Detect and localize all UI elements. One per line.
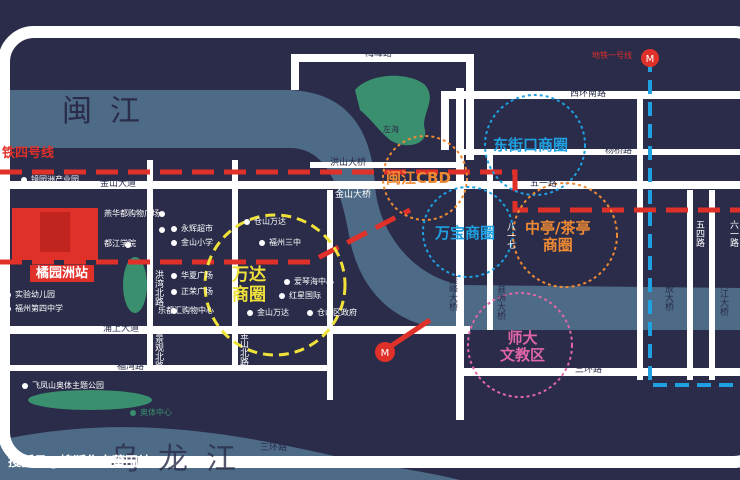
zone-label-wanda: 万达 商圈 [232,265,266,305]
road-label-meifeng: 梅峰路 [365,49,393,59]
road-label-jinshan-bridge: 金山大桥 [335,190,372,200]
park-feifeng [28,390,152,410]
park-zuohai [355,75,430,146]
road-label-pushang: 浦上大道 [103,324,140,334]
poi-olympic-marker [130,410,136,416]
zone-label-shida: 师大 文教区 [500,329,546,365]
road-sanhuan-ring [0,26,740,468]
zone-label-cbd: 闽江CBD [386,169,451,187]
poi-label-fuzhou3: 福州三中 [269,238,301,247]
metro-line4-label: 铁四号线 [2,146,55,161]
river-label-minjiang: 闽江 [62,94,158,129]
road-label-minjiang-bridge: 闽江大桥 [718,280,728,316]
road-label-bayiqi: 八一七 [505,222,515,249]
wanda-zone-circle [203,213,347,357]
road-label-sanhuan-top: 三环路 [218,15,246,25]
poi-label-zuohai: 左海 [383,125,399,134]
zone-label-zhongting: 中亭/茶亭 商圈 [525,219,591,255]
road-label-xihuan-south: 西环南路 [570,89,607,99]
park-left [123,257,147,313]
poi-label-jinshan-school: 金山小学 [181,238,213,247]
poi-label-cangshan-gov: 仓山区政府 [317,308,357,317]
poi-label-duhuang: 都江学院 [104,239,136,248]
poi-label-fuzhou-sixth: 福州第四中学 [15,304,63,313]
road-label-fuwan: 福湾路 [117,362,145,372]
zone-label-wanbao: 万宝商圈 [435,224,496,242]
road-label-yangqiao: 杨桥路 [605,146,633,156]
shida-zone-circle [467,292,573,398]
poi-label-aiqin: 爱琴海中心 [294,277,334,286]
poi-label-huaxia: 华夏广场 [181,271,213,280]
poi-label-zhengrong: 正荣广场 [181,287,213,296]
road-label-sanhuan-right: 三环路 [575,365,603,375]
svg-text:M: M [381,348,390,359]
zone-label-dongjiekou: 东街口商圈 [493,136,569,154]
road-label-hongwan: 洪湾北路 [153,270,163,306]
road-label-sanxian-bridge: 三县洲大桥 [495,275,505,320]
poi-label-lefu: 乐都汇购物中心 [158,306,214,315]
poi-markers [5,177,313,389]
poi-label-cangshan: 仓山万达 [254,217,286,226]
road-meifeng-loop [291,54,474,160]
road-label-aofeng-bridge: 鳌峰大桥 [447,275,457,311]
metro-line-4b [0,207,412,265]
road-label-jinshan-north: 金山北路 [238,330,248,366]
cbd-zone-circle [382,135,468,221]
river-label-wulongjiang: 乌龙江 [110,442,254,477]
poi-label-yanling: 燕华都购物广场 [104,209,160,218]
poi-label-qiaoyuan: 镜园洲产业园 [31,175,79,184]
road-label-jinshan: 金山大道 [100,179,137,189]
metro-icon: M [641,49,659,67]
road-label-hongshan-bridge: 洪山大桥 [330,158,367,168]
poi-label-yonghui: 永辉超市 [181,224,213,233]
metro-icon: M [375,342,395,362]
metro-connector [383,317,432,353]
watermark: 搜狐号@搜狐焦点莆田站 [8,455,152,470]
poi-label-hongxing: 红星国际 [289,291,321,300]
wanbao-zone-circle [422,186,514,278]
svg-text:M: M [646,54,655,65]
road-label-sanhuan-bottom: 三环路 [260,443,288,453]
metro-line-1 [648,58,740,387]
road-label-jingbin: 景观北路 [153,334,163,370]
poi-label-shixun: 实验幼儿园 [15,290,55,299]
poi-label-feifeng: 飞凤山奥体主题公园 [32,381,104,390]
metro-station-label: 橘园洲站 [30,265,95,282]
metro-line-4 [0,169,740,213]
station-building-inner [40,212,70,252]
metro-line1-label: 地铁一号线 [592,51,632,60]
road-label-wuxi: 五四路 [694,220,704,247]
poi-label-jinshan-wanda: 金山万达 [257,308,289,317]
zhongting-zone-circle [512,182,618,288]
road-label-wuyi: 五一路 [530,179,558,189]
road-label-liuyi: 六一路 [728,220,738,247]
road-label-jiefang-bridge: 解放大桥 [663,275,673,311]
dongjiekou-zone-circle [484,94,586,196]
minjiang-river [0,90,740,330]
poi-label-olympic: 奥体中心 [140,408,172,417]
